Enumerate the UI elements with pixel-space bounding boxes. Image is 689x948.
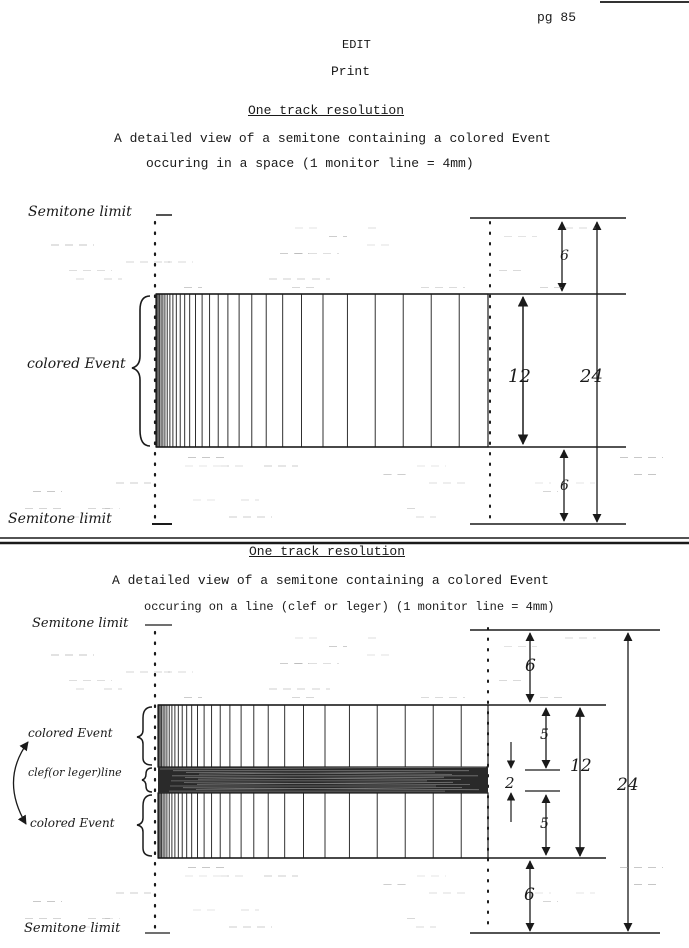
band-texture	[195, 787, 463, 790]
bottom-colored-event-lower-label: colored Event	[30, 816, 115, 830]
header-edit: EDIT	[342, 38, 371, 52]
band-texture	[196, 781, 454, 785]
bottom-heading: One track resolution	[249, 544, 406, 559]
top-heading: One track resolution	[248, 103, 405, 118]
bottom-desc-line1: A detailed view of a semitone containing…	[112, 573, 549, 588]
band-texture	[197, 776, 445, 780]
bottom-desc-line2: occuring on a line (clef or leger) (1 mo…	[144, 600, 555, 614]
page-number: pg 85	[537, 10, 577, 25]
bottom-clef-line-label: clef(or leger)line	[28, 766, 122, 779]
band-texture	[159, 766, 487, 770]
header-print: Print	[331, 64, 371, 79]
top-colored-event-label: colored Event	[27, 356, 126, 372]
band-texture	[198, 771, 436, 775]
top-semitone-limit-bottom-label: Semitone limit	[8, 511, 112, 527]
top-event-gradient-lines	[156, 294, 460, 447]
top-desc-line1: A detailed view of a semitone containing…	[114, 131, 551, 146]
bottom-semitone-limit-bottom-label: Semitone limit	[24, 921, 121, 936]
top-desc-line2: occuring in a space (1 monitor line = 4m…	[146, 156, 474, 171]
top-diagram	[25, 214, 663, 526]
bottom-semitone-limit-top-label: Semitone limit	[32, 616, 129, 631]
bottom-colored-event-upper-label: colored Event	[28, 726, 113, 740]
bottom-dim-line: 2	[505, 774, 515, 792]
bottom-diagram	[12, 624, 663, 934]
top-semitone-limit-top-label: Semitone limit	[28, 204, 132, 220]
